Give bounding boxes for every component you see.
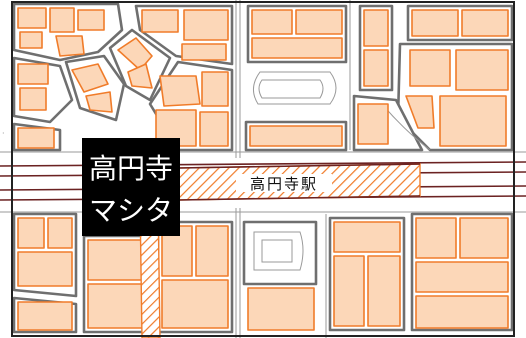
- map-title-line2: マシタ: [89, 194, 173, 227]
- map-title-box: 高円寺 マシタ: [82, 138, 180, 236]
- map-title-line1: 高円寺: [89, 152, 173, 185]
- buildings: [17, 7, 509, 331]
- edge-mark: ·: [2, 129, 5, 138]
- station-label[interactable]: 高円寺駅: [250, 175, 318, 193]
- railway: 高円寺駅: [0, 158, 526, 208]
- map-border: [11, 1, 515, 337]
